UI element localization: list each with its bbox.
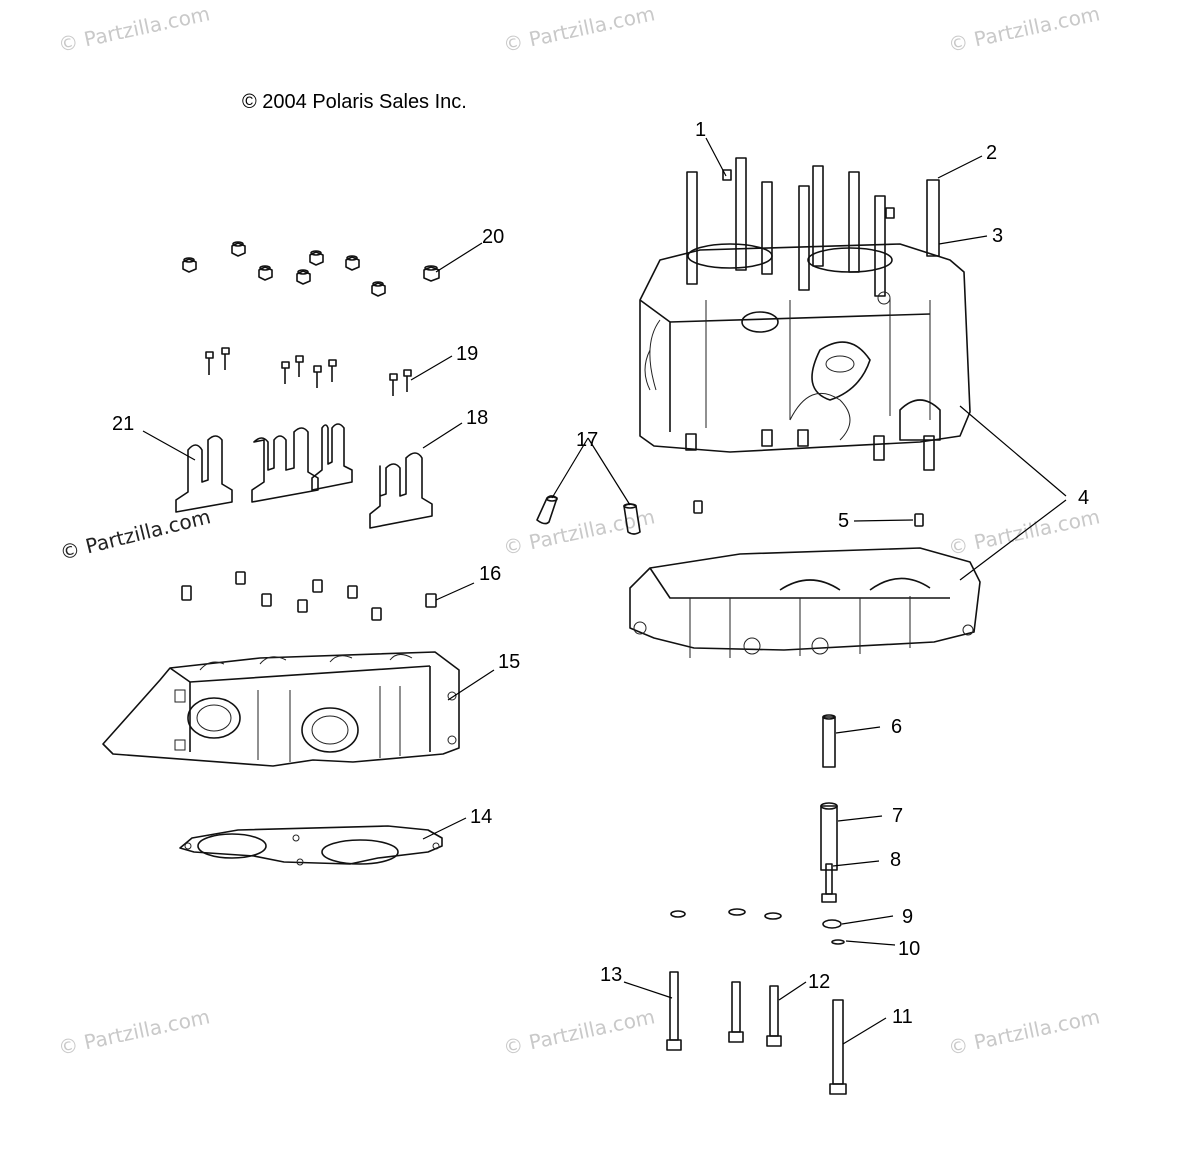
callout-18: 18 bbox=[466, 407, 488, 429]
callout-14: 14 bbox=[470, 806, 492, 828]
leader-12 bbox=[778, 981, 807, 1001]
leader-7 bbox=[837, 815, 883, 822]
dowels-5 bbox=[693, 500, 924, 527]
cam-caps-18 bbox=[175, 423, 433, 529]
callout-15: 15 bbox=[498, 651, 520, 673]
leader-5 bbox=[853, 519, 914, 522]
watermark: © Partzilla.com bbox=[56, 1, 212, 57]
callout-17: 17 bbox=[576, 429, 598, 451]
callout-labels: 1 2 3 4 5 6 7 8 9 10 11 12 13 14 15 16 1… bbox=[112, 119, 1089, 1028]
callout-12: 12 bbox=[808, 971, 830, 993]
crankcase-lower bbox=[629, 547, 981, 658]
callout-5: 5 bbox=[838, 510, 849, 532]
watermarks: © Partzilla.com © Partzilla.com © Partzi… bbox=[56, 1, 1102, 1060]
watermark: © Partzilla.com bbox=[57, 504, 213, 565]
callout-21: 21 bbox=[112, 413, 134, 435]
watermark: © Partzilla.com bbox=[946, 1, 1102, 57]
leader-16 bbox=[435, 582, 475, 601]
leader-11 bbox=[842, 1017, 887, 1045]
cylinder-head-15 bbox=[102, 651, 460, 767]
callout-19: 19 bbox=[456, 343, 478, 365]
copyright-text: © 2004 Polaris Sales Inc. bbox=[242, 91, 467, 113]
callout-4: 4 bbox=[1078, 487, 1089, 509]
watermark: © Partzilla.com bbox=[946, 1004, 1102, 1060]
watermark: © Partzilla.com bbox=[501, 1, 657, 57]
dowels-16 bbox=[181, 571, 437, 621]
leader-9 bbox=[841, 915, 894, 925]
callout-6: 6 bbox=[891, 716, 902, 738]
leader-19 bbox=[410, 355, 453, 381]
callout-8: 8 bbox=[890, 849, 901, 871]
dowel-6 bbox=[822, 714, 836, 768]
leader-13 bbox=[623, 981, 673, 999]
bolts-19 bbox=[205, 347, 412, 396]
watermark: © Partzilla.com bbox=[501, 1004, 657, 1060]
leader-21 bbox=[142, 430, 196, 461]
long-bolts-11-13 bbox=[666, 971, 847, 1095]
leader-15 bbox=[447, 669, 495, 701]
bolt-8 bbox=[821, 863, 837, 903]
callout-2: 2 bbox=[986, 142, 997, 164]
leader-14 bbox=[422, 817, 467, 840]
sleeve-7 bbox=[820, 802, 838, 871]
callout-9: 9 bbox=[902, 906, 913, 928]
nuts-20 bbox=[182, 241, 483, 297]
leader-8 bbox=[832, 860, 880, 867]
watermark: © Partzilla.com bbox=[501, 504, 657, 560]
callout-16: 16 bbox=[479, 563, 501, 585]
head-gasket-14 bbox=[179, 825, 443, 866]
callout-13: 13 bbox=[600, 964, 622, 986]
leader-17 bbox=[551, 437, 631, 506]
callout-10: 10 bbox=[898, 938, 920, 960]
callout-20: 20 bbox=[482, 226, 504, 248]
callout-leaders-top bbox=[705, 137, 1067, 581]
callout-11: 11 bbox=[892, 1006, 913, 1028]
washers-9-10 bbox=[670, 908, 845, 945]
callout-1: 1 bbox=[695, 119, 706, 141]
callout-3: 3 bbox=[992, 225, 1003, 247]
leader-18 bbox=[422, 422, 463, 449]
crankcase-upper bbox=[639, 157, 971, 471]
leader-10 bbox=[845, 940, 896, 946]
watermark: © Partzilla.com bbox=[56, 1004, 212, 1060]
leader-6 bbox=[835, 726, 881, 734]
callout-7: 7 bbox=[892, 805, 903, 827]
